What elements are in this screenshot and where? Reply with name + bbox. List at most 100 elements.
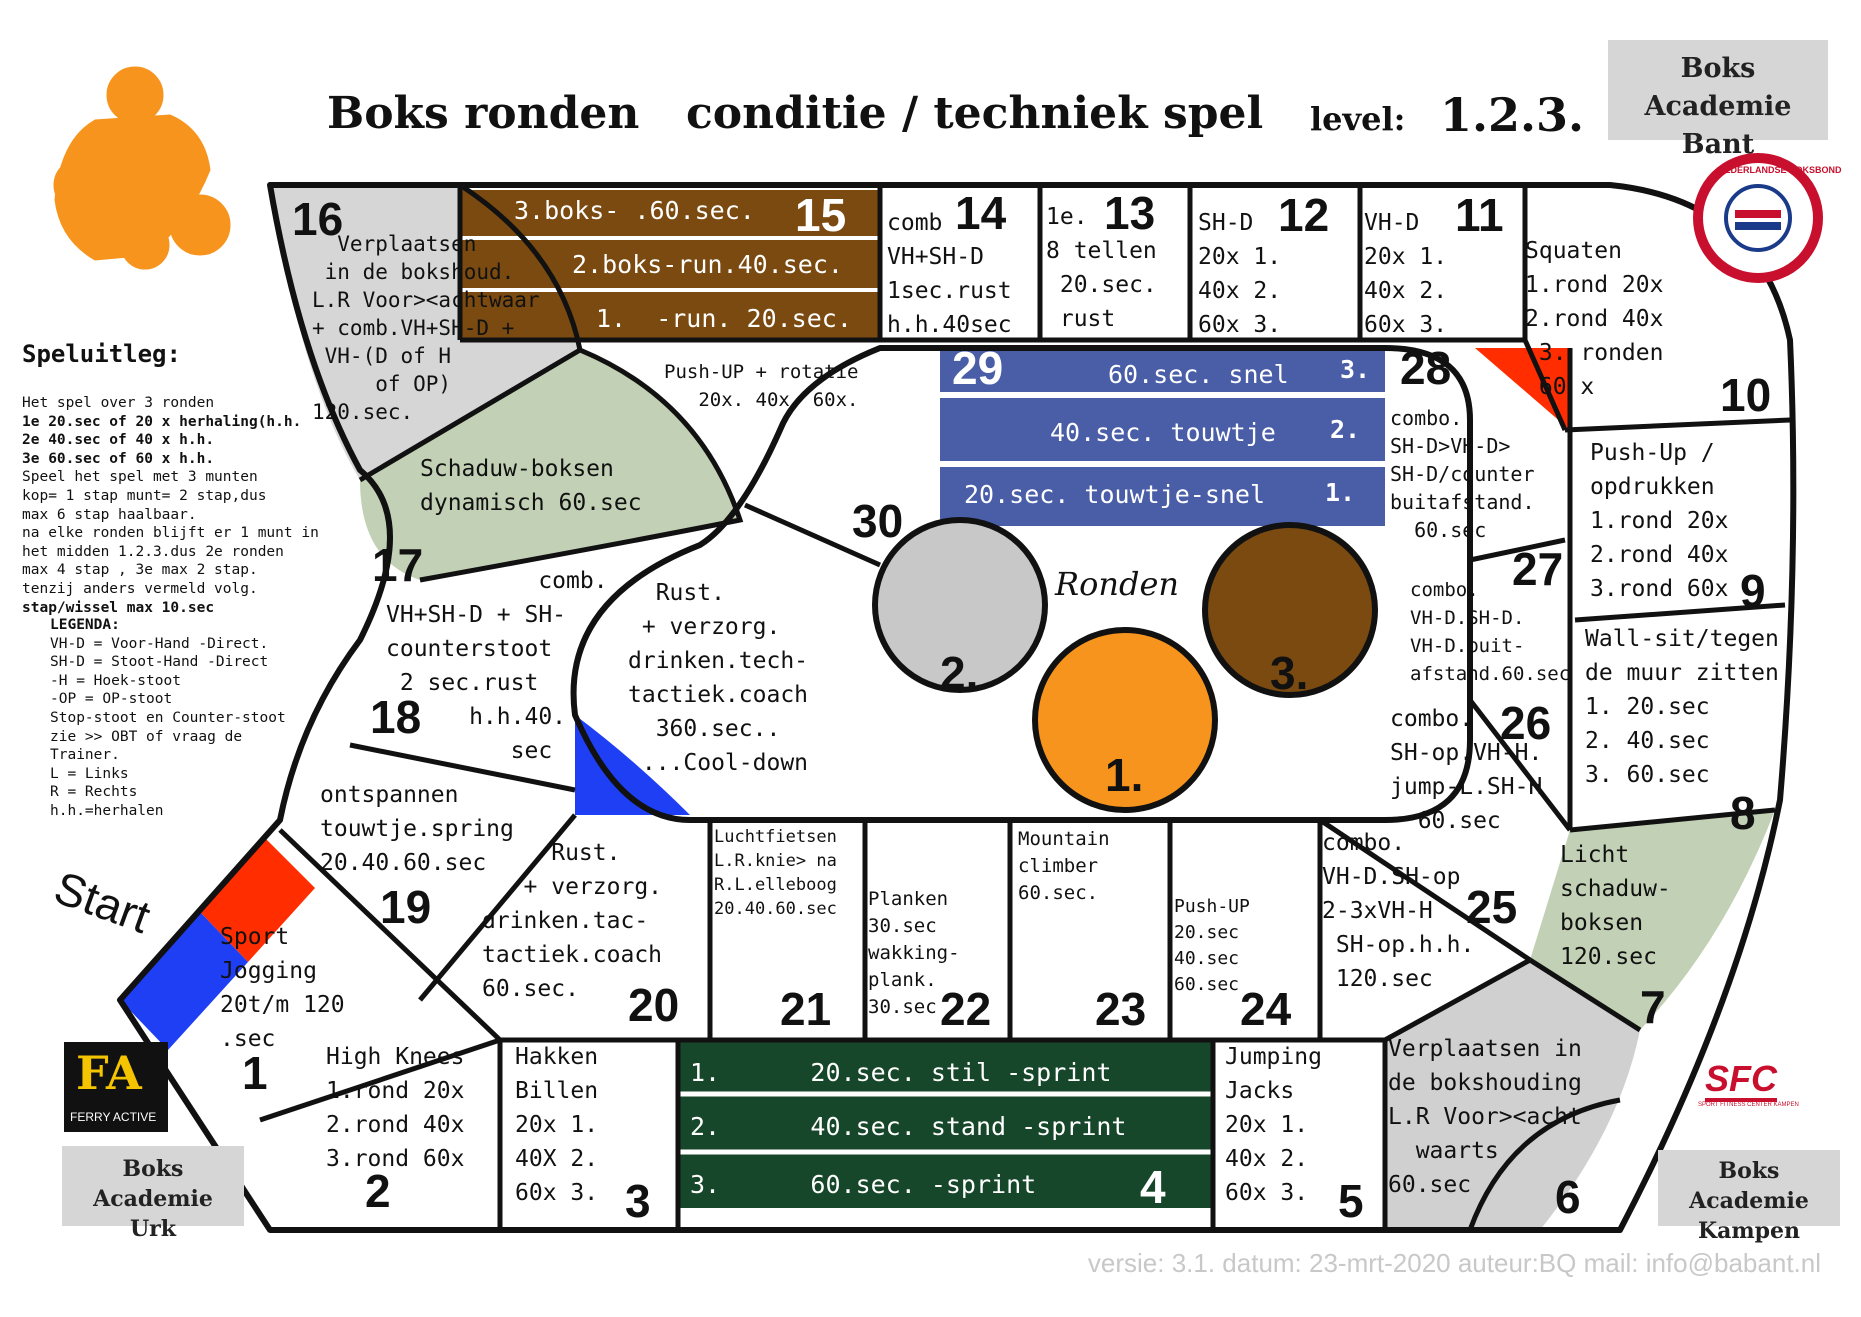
square-18-text: comb. VH+SH-D + SH- counterstoot 2 sec.r… xyxy=(386,568,608,764)
start-blue-square xyxy=(120,912,248,1050)
uitleg-line: het midden 1.2.3.dus 2e ronden xyxy=(22,543,284,560)
square-19-number: 19 xyxy=(380,881,432,933)
footer-version: versie: 3.1. datum: 23-mrt-2020 auteur:B… xyxy=(1087,1248,1821,1278)
round-coin-2-label: 2. xyxy=(940,647,979,699)
ronden-label: Ronden xyxy=(1055,565,1179,603)
square-12-text: SH-D 20x 1. 40x 2. 60x 3. xyxy=(1198,210,1282,338)
square-1-text: Sport Jogging 20t/m 120 .sec xyxy=(220,924,345,1052)
square-22-text: Planken 30.sec wakking- plank. 30.sec xyxy=(868,888,960,1018)
bant-logo-line1: Boks Academie xyxy=(1644,53,1792,122)
square-23-text: Mountain climber 60.sec. xyxy=(1018,828,1110,904)
boks-academie-kampen-logo: Boks Academie Kampen xyxy=(1658,1150,1840,1244)
square-15-number: 15 xyxy=(795,189,847,241)
sfc-logo: SFC xyxy=(1705,1058,1777,1099)
square-11-text: VH-D 20x 1. 40x 2. 60x 3. xyxy=(1364,210,1448,338)
square-19-text: ontspannen touwtje.spring 20.40.60.sec xyxy=(320,782,514,876)
square-27-text: combo. VH-D.SH-D. VH-D.buit- afstand.60.… xyxy=(1410,579,1571,685)
uitleg-line: Het spel over 3 ronden xyxy=(22,395,215,411)
square-29-band-1: 20.sec. touwtje-snel xyxy=(964,480,1266,509)
square-8-text: Wall-sit/tegen de muur zitten 1. 20.sec … xyxy=(1585,626,1779,788)
square-17-bg xyxy=(360,350,740,580)
urk-logo-line2: Urk xyxy=(129,1216,177,1242)
nbb-badge-text: NEDERLANDSE BOKSBOND xyxy=(1718,165,1842,175)
square-6-text: Verplaatsen in de bokshouding L.R Voor><… xyxy=(1388,1036,1582,1198)
square-4-band-3: 3. 60.sec. -sprint xyxy=(690,1170,1037,1199)
square-4-band-2: 2. 40.sec. stand -sprint xyxy=(690,1112,1127,1141)
square-3-number: 3 xyxy=(625,1175,651,1227)
square-4-bg xyxy=(678,1040,1213,1208)
square-29-band-1-num: 1. xyxy=(1325,478,1356,507)
square-18-number: 18 xyxy=(370,691,422,743)
square-21-number: 21 xyxy=(780,983,832,1035)
uitleg-line: stap/wissel max 10.sec xyxy=(22,599,215,616)
square-29-number: 29 xyxy=(952,342,1004,394)
square-27-number: 27 xyxy=(1512,543,1564,595)
square-6-bg xyxy=(1385,960,1640,1230)
square-29-band-3: 60.sec. snel xyxy=(1108,360,1289,389)
level-label: level: xyxy=(1310,100,1406,138)
square-4-number: 4 xyxy=(1140,1161,1166,1213)
uitleg-line: max 6 stap haalbaar. xyxy=(22,506,197,523)
square-20-text: Rust. + verzorg. drinken.tac- tactiek.co… xyxy=(482,840,663,1002)
track-outlines xyxy=(117,182,1797,1233)
uitleg-line: na elke ronden blijft er 1 munt in xyxy=(22,525,319,542)
square-1-number: 1 xyxy=(242,1047,268,1099)
legenda-line: h.h.=herhalen xyxy=(50,802,164,819)
square-5-text: Jumping Jacks 20x 1. 40x 2. 60x 3. xyxy=(1225,1044,1322,1206)
square-13-text: 1e. 8 tellen 20.sec. rust xyxy=(1046,204,1157,332)
round-coin-3 xyxy=(1202,522,1378,698)
square-25-text: combo. VH-D.SH-op 2-3xVH-H SH-op.h.h. 12… xyxy=(1322,830,1475,992)
speluitleg-text: Het spel over 3 ronden 1e 20.sec of 20 x… xyxy=(22,394,352,617)
square-30-text: Push-UP + rotatie 20x. 40x. 60x. xyxy=(664,361,859,411)
square-29-band-2-num: 2. xyxy=(1330,415,1361,444)
round-coin-2 xyxy=(872,517,1048,693)
square-23-number: 23 xyxy=(1095,983,1147,1035)
legenda-line: -OP = OP-stoot xyxy=(50,691,173,708)
square-28-text: combo. SH-D>VH-D> SH-D/counter buitafsta… xyxy=(1390,406,1535,542)
legenda-line: SH-D = Stoot-Hand -Direct xyxy=(50,654,269,671)
square-4-stripes xyxy=(678,1091,1213,1155)
square-14-text: comb VH+SH-D 1sec.rust h.h.40sec xyxy=(887,210,1012,338)
round-coin-1-label: 1. xyxy=(1105,749,1144,801)
square-15-band-1: 1. -run. 20.sec. xyxy=(596,304,852,333)
square-7-bg xyxy=(1530,810,1775,1030)
legenda-line: VH-D = Voor-Hand -Direct. xyxy=(50,635,269,652)
square-16-number: 16 xyxy=(292,193,344,245)
ferry-active-mark: FA xyxy=(76,1046,142,1100)
square-4-band-1: 1. 20.sec. stil -sprint xyxy=(690,1058,1112,1087)
square-29-band-2: 40.sec. touwtje xyxy=(1050,418,1276,447)
legenda-line: Trainer. xyxy=(50,747,120,764)
round-coin-3-label: 3. xyxy=(1270,647,1309,699)
square-26-text: combo. SH-op.VH-H. jump-L.SH-H 60.sec xyxy=(1390,706,1543,834)
square-30-number: 30 xyxy=(852,495,904,547)
level-value: 1.2.3. xyxy=(1440,88,1585,142)
square-17-text: Schaduw-boksen dynamisch 60.sec xyxy=(420,456,642,516)
uitleg-line: max 4 stap , 3e max 2 stap. xyxy=(22,562,258,579)
square-20-number: 20 xyxy=(628,979,680,1031)
square-6-number: 6 xyxy=(1555,1171,1581,1223)
square-15-bg xyxy=(460,190,880,340)
square-9-number: 9 xyxy=(1740,565,1766,617)
page-title: Boks ronden xyxy=(327,88,640,139)
square-7-number: 7 xyxy=(1640,981,1666,1033)
kampen-logo-line2: Kampen xyxy=(1697,1218,1801,1244)
boxer-logo xyxy=(53,66,231,270)
legenda-title: LEGENDA: xyxy=(50,617,120,633)
square-18-blue-corner xyxy=(575,715,690,815)
square-24-number: 24 xyxy=(1240,983,1292,1035)
square-22-number: 22 xyxy=(940,983,992,1035)
bant-logo-line2: Bant xyxy=(1681,129,1755,160)
boks-academie-bant-logo: Boks Academie Bant xyxy=(1608,40,1828,160)
square-3-text: Hakken Billen 20x 1. 40X 2. 60x 3. xyxy=(515,1044,599,1206)
legenda-line: zie >> OBT of vraag de xyxy=(50,728,243,745)
uitleg-line: 3e 60.sec of 60 x h.h. xyxy=(22,450,215,467)
square-15-band-3: 3.boks- .60.sec. xyxy=(514,196,755,225)
round-coin-1 xyxy=(1032,627,1218,813)
legenda-line: L = Links xyxy=(50,765,129,782)
uitleg-line: kop= 1 stap munt= 2 stap,dus xyxy=(22,487,267,504)
square-5-number: 5 xyxy=(1338,1175,1364,1227)
square-10-text: Squaten 1.rond 20x 2.rond 40x 3. ronden … xyxy=(1525,238,1664,400)
legenda-line: R = Rechts xyxy=(50,784,138,801)
square-8-number: 8 xyxy=(1730,787,1756,839)
square-10-number: 10 xyxy=(1720,369,1772,421)
